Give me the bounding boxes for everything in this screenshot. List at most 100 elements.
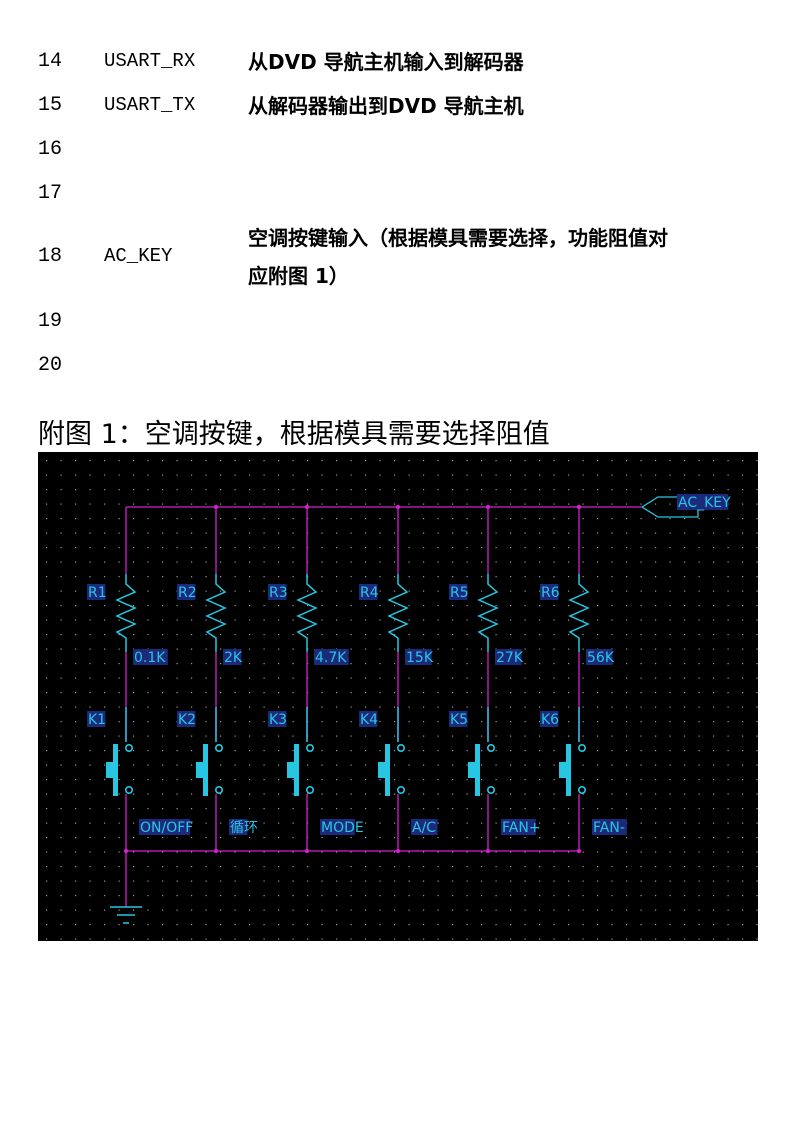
grid-dots	[46, 460, 758, 940]
key-function-k2: 循环	[229, 819, 258, 836]
resistor-value-r2: 2K	[223, 649, 243, 666]
switch-contact-top	[486, 743, 495, 752]
switch-plunger	[475, 744, 480, 796]
pin-description-continued: 应附图 1）	[248, 264, 349, 288]
resistor-ref-r2: R2	[177, 584, 197, 601]
svg-text:27K: 27K	[496, 650, 524, 666]
svg-text:56K: 56K	[587, 650, 615, 666]
svg-text:K3: K3	[269, 712, 287, 728]
key-ref-k5: K5	[449, 711, 468, 728]
resistor-r3	[296, 574, 318, 652]
svg-text:MODE: MODE	[321, 820, 364, 836]
svg-text:0.1K: 0.1K	[134, 650, 166, 666]
svg-text:K4: K4	[360, 712, 378, 728]
resistor-value-r5: 27K	[495, 649, 524, 666]
resistor-r5	[477, 574, 499, 652]
net-label-ac-key: AC_KEY	[677, 494, 731, 511]
switch-contact-top	[305, 743, 314, 752]
resistor-ref-r3: R3	[268, 584, 288, 601]
pin-description: 空调按键输入（根据模具需要选择，功能阻值对	[248, 226, 668, 250]
svg-text:R5: R5	[450, 585, 469, 601]
svg-text:K6: K6	[541, 712, 559, 728]
key-ref-k6: K6	[540, 711, 559, 728]
switch-contact-bottom	[305, 785, 314, 794]
svg-text:ON/OFF: ON/OFF	[140, 820, 193, 836]
svg-text:K1: K1	[88, 712, 106, 728]
key-function-k4: A/C	[411, 819, 438, 836]
switch-contact-bottom	[396, 785, 405, 794]
pin-name: USART_TX	[104, 94, 196, 116]
pin-number: 17	[38, 182, 63, 205]
resistor-r6	[568, 574, 590, 652]
resistor-value-r4: 15K	[405, 649, 434, 666]
switch-button	[378, 762, 386, 778]
pin-number: 18	[38, 245, 63, 268]
svg-text:K2: K2	[178, 712, 196, 728]
svg-text:4.7K: 4.7K	[315, 650, 347, 666]
resistor-value-r6: 56K	[586, 649, 615, 666]
pin-number: 14	[38, 50, 63, 73]
switch-plunger	[113, 744, 118, 796]
key-function-k5: FAN+	[501, 819, 541, 836]
key-function-k3: MODE	[320, 819, 364, 836]
switch-contact-bottom	[577, 785, 586, 794]
resistor-ref-r5: R5	[449, 584, 469, 601]
pin-description: 从解码器输出到DVD 导航主机	[248, 94, 524, 118]
pin-description: 从DVD 导航主机输入到解码器	[248, 50, 524, 74]
switch-plunger	[385, 744, 390, 796]
key-ref-k2: K2	[177, 711, 196, 728]
resistor-r2	[205, 574, 227, 652]
svg-text:FAN-: FAN-	[593, 820, 625, 836]
resistor-ref-r6: R6	[540, 584, 560, 601]
svg-text:15K: 15K	[406, 650, 434, 666]
svg-text:R6: R6	[541, 585, 560, 601]
switch-contact-top	[396, 743, 405, 752]
switch-button	[468, 762, 476, 778]
resistor-r1	[115, 574, 137, 652]
svg-text:2K: 2K	[224, 650, 243, 666]
svg-text:AC_KEY: AC_KEY	[678, 495, 731, 511]
switch-plunger	[294, 744, 299, 796]
resistor-r4	[387, 574, 409, 652]
key-function-k6: FAN-	[592, 819, 627, 836]
svg-text:R4: R4	[360, 585, 379, 601]
svg-text:A/C: A/C	[412, 820, 436, 836]
switch-button	[559, 762, 567, 778]
switch-plunger	[203, 744, 208, 796]
key-function-k1: ON/OFF	[139, 819, 193, 836]
pin-name: AC_KEY	[104, 245, 173, 267]
key-ref-k1: K1	[87, 711, 106, 728]
switch-contact-top	[577, 743, 586, 752]
pin-number: 19	[38, 310, 63, 333]
switch-contact-bottom	[486, 785, 495, 794]
pin-name: USART_RX	[104, 50, 196, 72]
switch-contact-top	[125, 743, 134, 752]
pin-number: 16	[38, 138, 63, 161]
svg-text:R1: R1	[88, 585, 107, 601]
key-ref-k3: K3	[268, 711, 287, 728]
switch-contact-bottom	[215, 785, 224, 794]
wires	[123, 504, 642, 907]
key-ref-k4: K4	[359, 711, 378, 728]
switch-contact-bottom	[125, 785, 134, 794]
resistor-value-r3: 4.7K	[314, 649, 349, 666]
pin-number: 15	[38, 94, 63, 117]
svg-text:FAN+: FAN+	[502, 820, 541, 836]
switch-button	[287, 762, 295, 778]
switch-plunger	[566, 744, 571, 796]
switch-contact-top	[215, 743, 224, 752]
figure-caption: 附图 1：空调按键，根据模具需要选择阻值	[38, 419, 550, 450]
svg-text:K5: K5	[450, 712, 468, 728]
switch-button	[106, 762, 114, 778]
pin-number: 20	[38, 354, 63, 377]
svg-text:R3: R3	[269, 585, 288, 601]
svg-text:R2: R2	[178, 585, 197, 601]
switch-button	[196, 762, 204, 778]
resistor-ref-r1: R1	[87, 584, 107, 601]
svg-text:循环: 循环	[230, 820, 258, 836]
resistor-ref-r4: R4	[359, 584, 379, 601]
resistor-value-r1: 0.1K	[133, 649, 168, 666]
